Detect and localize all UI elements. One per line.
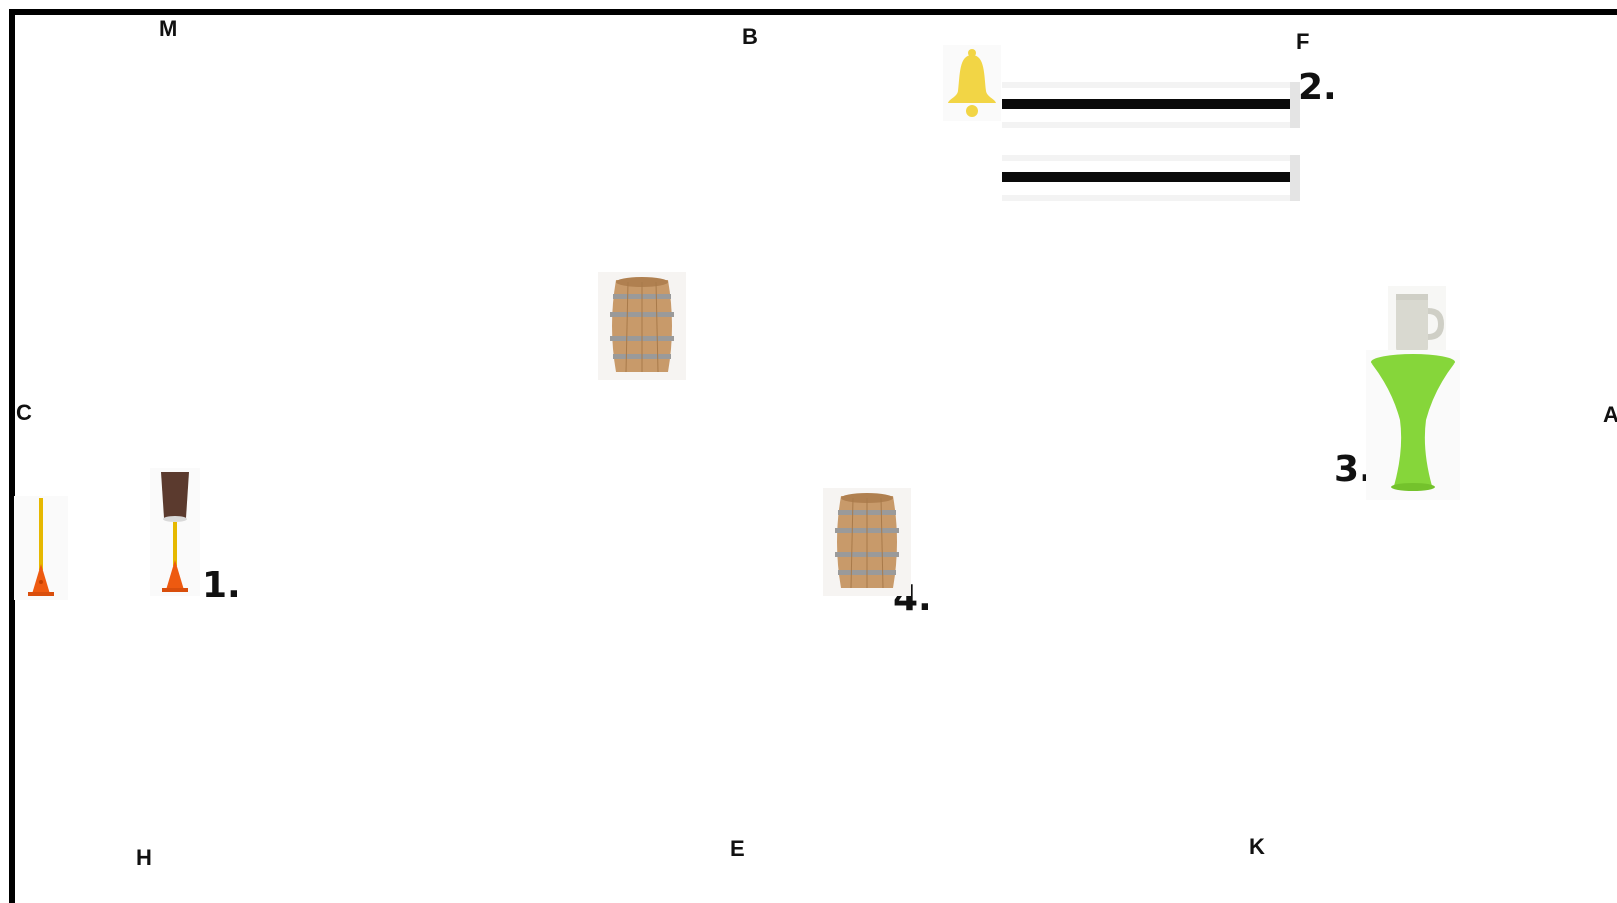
marker-h: H <box>136 847 152 869</box>
bell-icon <box>943 45 1001 121</box>
ground-pole-icon <box>1002 155 1300 201</box>
beer-mug-icon <box>1388 286 1446 358</box>
marker-k: K <box>1249 836 1265 858</box>
marker-b: B <box>742 26 758 48</box>
barrel-icon <box>598 272 686 380</box>
barrel-icon <box>823 488 911 596</box>
marker-c: C <box>16 402 32 424</box>
bar-table-icon <box>1366 350 1460 500</box>
step-1-label: 1. <box>202 568 241 604</box>
cup-on-pole-cone-icon <box>150 468 200 596</box>
ground-pole-icon <box>1002 82 1300 128</box>
pole-on-cone-icon <box>14 496 68 600</box>
step-2-label: 2. <box>1298 70 1337 106</box>
marker-e: E <box>730 838 745 860</box>
marker-f: F <box>1296 31 1309 53</box>
marker-m: M <box>159 18 177 40</box>
marker-a: A <box>1603 404 1617 426</box>
